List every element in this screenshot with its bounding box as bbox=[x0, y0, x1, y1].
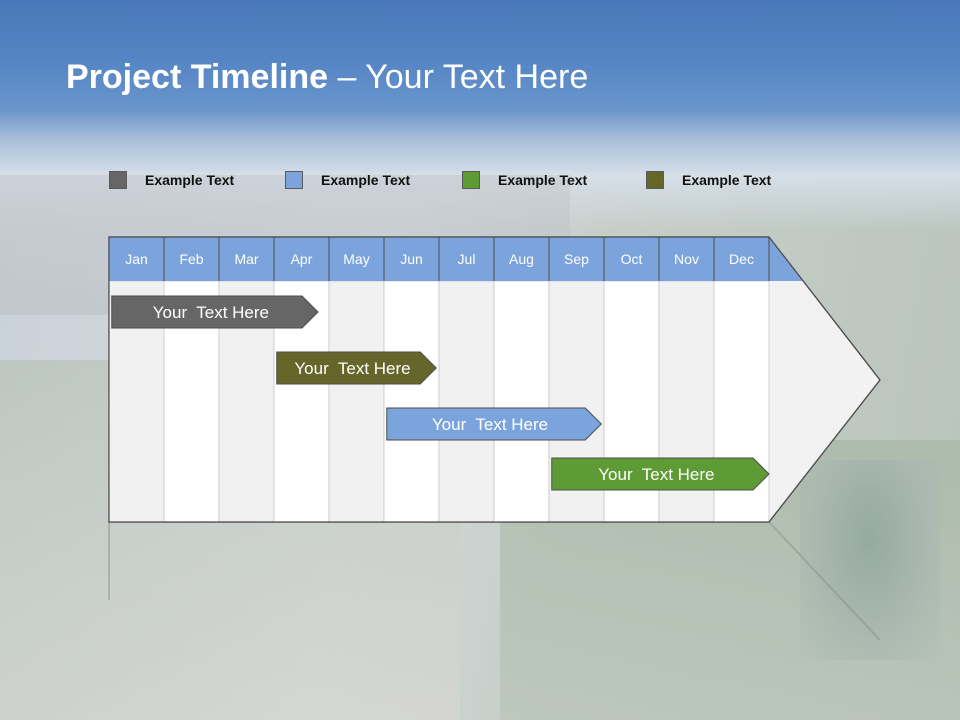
title-bold: Project Timeline bbox=[66, 58, 329, 96]
month-label-apr: Apr bbox=[291, 251, 313, 267]
page-title: Project Timeline – Your Text Here bbox=[66, 58, 588, 97]
month-label-aug: Aug bbox=[509, 251, 534, 267]
reflection-arrow-edge bbox=[768, 521, 881, 641]
legend-item-1: Example Text bbox=[109, 170, 234, 190]
month-label-nov: Nov bbox=[674, 251, 699, 267]
legend-label-1: Example Text bbox=[145, 172, 235, 188]
task-bar-4 bbox=[551, 457, 770, 491]
background-urn bbox=[800, 460, 940, 660]
month-label-may: May bbox=[343, 251, 369, 267]
legend-label-3: Example Text bbox=[498, 172, 588, 188]
task-bar-1 bbox=[111, 295, 319, 329]
legend-swatch-2 bbox=[285, 171, 303, 189]
month-label-sep: Sep bbox=[564, 251, 589, 267]
month-label-jun: Jun bbox=[400, 251, 423, 267]
month-label-feb: Feb bbox=[179, 251, 203, 267]
task-bar-3 bbox=[386, 407, 602, 441]
month-header-band bbox=[109, 237, 804, 281]
month-label-jul: Jul bbox=[458, 251, 476, 267]
month-column-jun bbox=[383, 280, 440, 523]
legend-swatch-1 bbox=[109, 171, 127, 189]
timeline-arrow-outline bbox=[108, 236, 881, 523]
legend-item-2: Example Text bbox=[285, 170, 410, 190]
task-label-2: Your Text Here bbox=[294, 359, 410, 378]
month-label-dec: Dec bbox=[729, 251, 754, 267]
title-rest: – Your Text Here bbox=[328, 58, 589, 96]
task-label-1: Your Text Here bbox=[153, 303, 269, 322]
task-label-3: Your Text Here bbox=[432, 415, 548, 434]
legend-swatch-4 bbox=[646, 171, 664, 189]
month-column-may bbox=[328, 280, 385, 523]
legend-item-4: Example Text bbox=[646, 170, 771, 190]
month-label-jan: Jan bbox=[125, 251, 148, 267]
task-label-4: Your Text Here bbox=[598, 465, 714, 484]
month-label-mar: Mar bbox=[234, 251, 258, 267]
month-label-oct: Oct bbox=[621, 251, 643, 267]
legend-label-2: Example Text bbox=[321, 172, 411, 188]
task-bar-2 bbox=[276, 351, 437, 385]
month-column-jul bbox=[438, 280, 495, 523]
legend-swatch-3 bbox=[462, 171, 480, 189]
month-column-aug bbox=[493, 280, 550, 523]
legend-label-4: Example Text bbox=[682, 172, 772, 188]
legend-item-3: Example Text bbox=[462, 170, 587, 190]
